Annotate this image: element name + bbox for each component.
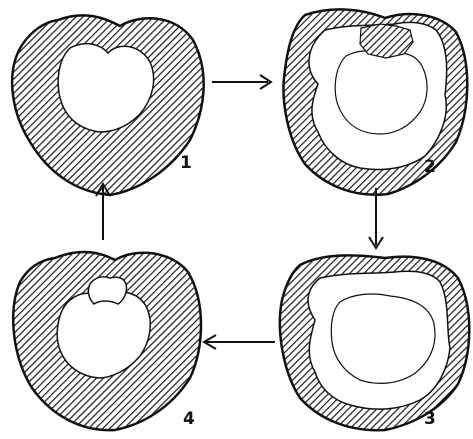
stage-1 <box>12 15 204 195</box>
stage-2 <box>284 9 468 194</box>
stage-4 <box>13 252 201 430</box>
stage-3-label: 3 <box>424 409 436 429</box>
stage-4-plug <box>88 277 126 304</box>
arrow-4-to-1 <box>96 184 110 240</box>
stage-3 <box>280 255 469 430</box>
arrow-2-to-3 <box>369 188 383 248</box>
arrow-3-to-4 <box>204 335 275 349</box>
stage-4-label: 4 <box>183 409 195 429</box>
stage-3-cavity <box>331 294 435 383</box>
stage-2-label: 2 <box>424 157 436 177</box>
stage-1-label: 1 <box>180 153 192 173</box>
stage-2-plug <box>360 24 413 58</box>
arrow-1-to-2 <box>212 75 271 89</box>
